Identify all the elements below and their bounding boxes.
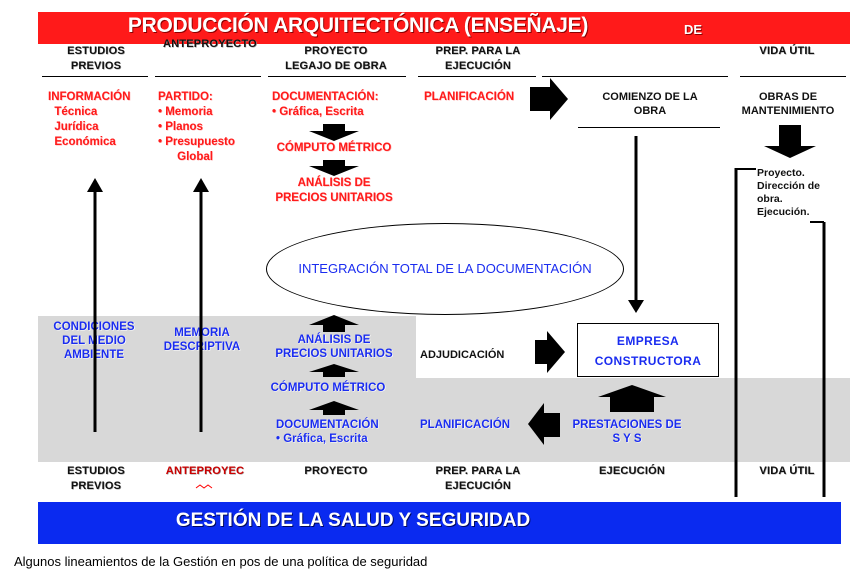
informacion-list: INFORMACIÓN Técnica Jurídica Económica <box>48 91 131 148</box>
obras-mantenimiento: OBRAS DE MANTENIMIENTO <box>741 91 835 117</box>
header-underline <box>542 76 728 77</box>
analisis-red: ANÁLISIS DE PRECIOS UNITARIOS <box>275 177 393 204</box>
adjudicacion: ADJUDICACIÓN <box>420 349 505 361</box>
comienzo-obra: COMIENZO DE LA OBRA <box>602 91 698 117</box>
footer-ejecucion: EJECUCIÓN <box>599 465 665 477</box>
footer-vida-util: VIDA ÚTIL <box>759 465 815 477</box>
planificacion-red: PLANIFICACIÓN <box>424 91 515 103</box>
footer-title: GESTIÓN DE LA SALUD Y SEGURIDAD <box>175 510 531 531</box>
empresa-constructora-box <box>577 323 719 377</box>
planificacion-blue: PLANIFICACIÓN <box>420 419 511 431</box>
computo-red: CÓMPUTO MÉTRICO <box>276 142 392 154</box>
computo-blue: CÓMPUTO MÉTRICO <box>270 382 386 394</box>
footer-bar <box>38 502 841 544</box>
header-underline <box>740 76 846 77</box>
header-vida-util: VIDA ÚTIL <box>759 45 815 57</box>
vida-util-list: Proyecto. Dirección de obra. Ejecución. <box>757 167 821 218</box>
empresa-constructora-text: EMPRESA CONSTRUCTORA <box>594 334 702 368</box>
title-bar <box>38 12 850 44</box>
header-underline <box>268 76 406 77</box>
analisis-blue: ANÁLISIS DE PRECIOS UNITARIOS <box>275 334 393 360</box>
ellipse-text: INTEGRACIÓN TOTAL DE LA DOCUMENTACIÓN <box>298 261 592 276</box>
documentacion-blue: DOCUMENTACIÓN • Gráfica, Escrita <box>276 419 379 445</box>
documentacion-red: DOCUMENTACIÓN: • Gráfica, Escrita <box>272 91 379 118</box>
header-underline <box>155 76 261 77</box>
footer-proyecto: PROYECTO <box>304 465 368 477</box>
footer-anteproyecto: ANTEPROYEC <box>165 465 245 477</box>
header-underline <box>42 76 148 77</box>
header-anteproyecto: ANTEPROYECTO <box>163 38 257 50</box>
header-estudios-previos: ESTUDIOS PREVIOS <box>67 45 125 72</box>
header-prep-ejecucion: PREP. PARA LA EJECUCIÓN <box>435 45 521 72</box>
partido-list: PARTIDO: • Memoria • Planos • Presupuest… <box>158 91 235 163</box>
header-underline <box>418 76 536 77</box>
comienzo-underline <box>578 127 720 128</box>
footer-prep-ejecucion: PREP. PARA LA EJECUCIÓN <box>435 465 521 492</box>
integration-ellipse <box>266 223 624 315</box>
footer-estudios-previos: ESTUDIOS PREVIOS <box>67 465 125 492</box>
header-proyecto: PROYECTO LEGAJO DE OBRA <box>285 45 387 72</box>
gray-band-left <box>38 316 416 462</box>
prestaciones-sys: PRESTACIONES DE S Y S <box>572 419 682 445</box>
diagram-title: PRODUCCIÓN ARQUITECTÓNICA (ENSEÑAJE) <box>127 14 589 37</box>
figure-caption: Algunos lineamientos de la Gestión en po… <box>14 554 428 569</box>
title-suffix: DE <box>684 22 703 37</box>
